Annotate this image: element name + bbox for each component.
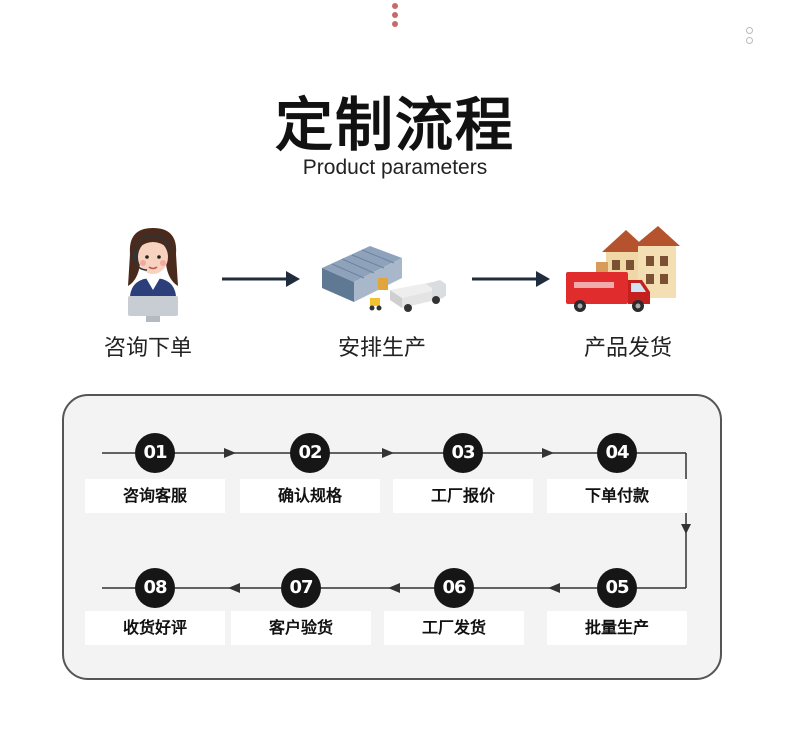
arrow-right-icon [472,271,550,287]
customer-service-agent-icon [128,228,178,322]
factory-warehouse-icon [322,246,446,312]
step-number-badge: 08 [135,568,175,608]
stage-label-consult: 咨询下单 [103,336,192,361]
page-subtitle: Product parameters [302,156,488,179]
step-number-badge: 05 [597,568,637,608]
step-number-badge: 04 [597,433,637,473]
step-label: 收货好评 [85,611,225,645]
step-number-badge: 07 [281,568,321,608]
step-number-badge: 02 [290,433,330,473]
step-label: 客户验货 [231,611,371,645]
arrow-right-icon [222,271,300,287]
step-label: 工厂报价 [393,479,533,513]
step-number-badge: 03 [443,433,483,473]
stage-label-delivery: 产品发货 [583,336,672,361]
step-label: 咨询客服 [85,479,225,513]
step-number-badge: 06 [434,568,474,608]
step-label: 下单付款 [547,479,687,513]
page-title: 定制流程 [274,91,515,159]
step-label: 确认规格 [240,479,380,513]
stage-label-production: 安排生产 [337,336,426,361]
step-label: 批量生产 [547,611,687,645]
step-label: 工厂发货 [384,611,524,645]
delivery-truck-house-icon [566,226,680,312]
step-number-badge: 01 [135,433,175,473]
top-decoration-dots [392,3,398,30]
corner-decoration-dots [746,27,753,47]
